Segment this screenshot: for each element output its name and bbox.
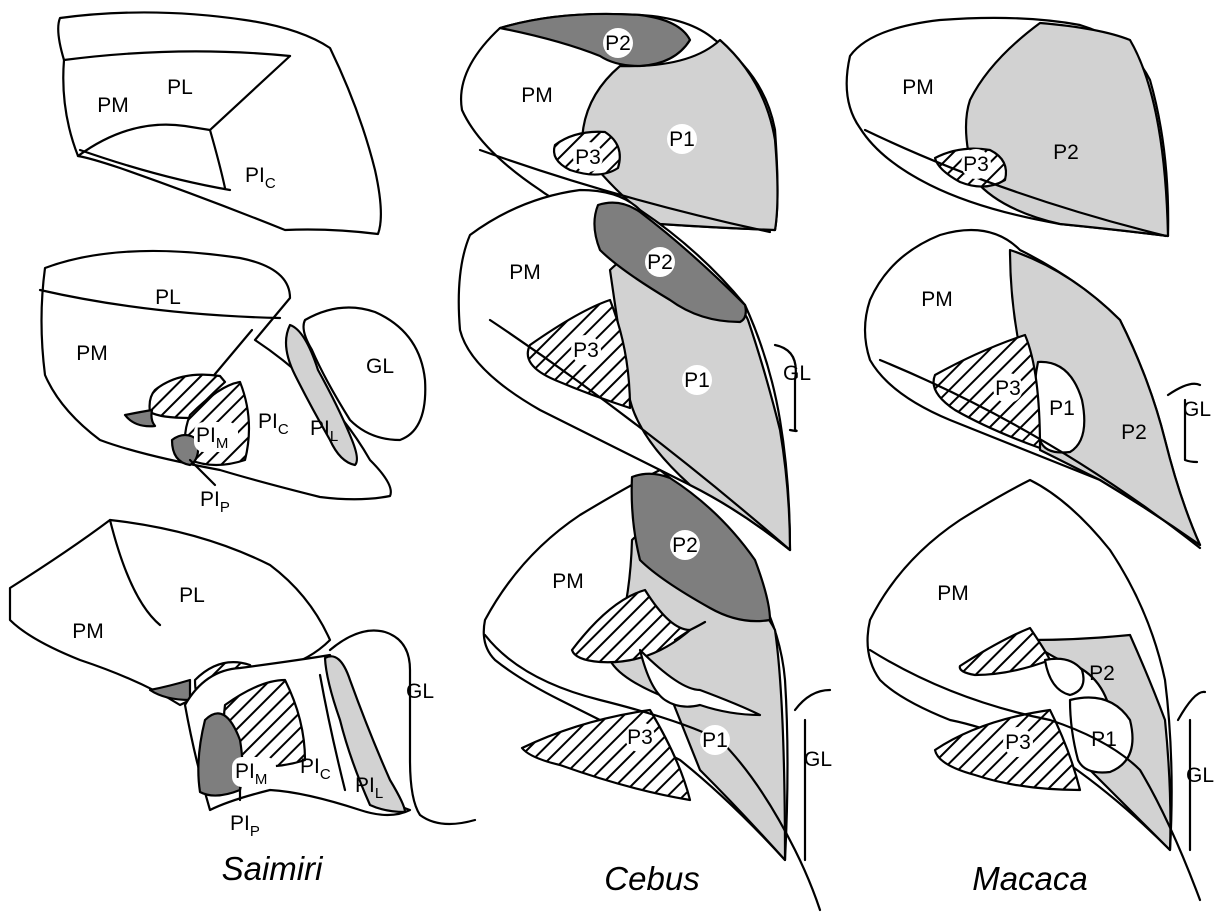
caption-cebus: Cebus	[604, 860, 699, 897]
label-pm: PM	[902, 76, 934, 99]
label-pi: PI	[310, 417, 330, 440]
label-pm: PM	[97, 94, 129, 117]
label-gl: GL	[783, 362, 811, 385]
label-sub-c: C	[265, 175, 276, 192]
label-sub-m: M	[216, 435, 229, 452]
label-p3: P3	[963, 153, 989, 176]
label-sub-p: P	[220, 499, 230, 516]
label-p1: P1	[702, 729, 728, 752]
label-pi: PI	[230, 812, 250, 835]
label-sub-c: C	[278, 421, 289, 438]
label-sub-c: C	[320, 766, 331, 783]
label-sub-p: P	[250, 823, 260, 840]
label-pm: PM	[76, 342, 108, 365]
label-pl: PL	[167, 76, 193, 99]
label-pi: PI	[235, 760, 255, 783]
label-p1: P1	[1091, 728, 1117, 751]
caption-saimiri: Saimiri	[222, 850, 325, 887]
label-pl: PL	[179, 584, 205, 607]
label-pi-p: PIP	[200, 488, 230, 516]
label-sub-m: M	[255, 771, 268, 788]
saimiri-section-2: PL PM GL PIC PIL PIM PIP	[40, 251, 425, 516]
cebus-column: PM P2 P1 P3 PM P2 P3	[459, 14, 832, 910]
macaca-section-1: PM P3 P2	[847, 18, 1169, 236]
label-p1: P1	[684, 369, 710, 392]
label-pi: PI	[196, 424, 216, 447]
label-p3: P3	[995, 377, 1021, 400]
label-pm: PM	[521, 84, 553, 107]
label-pi: PI	[200, 488, 220, 511]
label-p3: P3	[575, 146, 601, 169]
caption-macaca: Macaca	[972, 860, 1088, 897]
label-p2: P2	[1089, 662, 1115, 685]
label-p2: P2	[1053, 141, 1079, 164]
label-pi: PI	[245, 164, 265, 187]
label-p3: P3	[627, 726, 653, 749]
label-sub-l: L	[375, 785, 383, 802]
label-pm: PM	[509, 261, 541, 284]
macaca-section-3: PM P2 P3 P1 GL	[868, 480, 1214, 900]
label-p1: P1	[669, 128, 695, 151]
saimiri-column: PL PM PIC PL PM GL PIC PIL	[10, 12, 475, 887]
macaca-column: PM P3 P2 PM P3 P1 P2 GL	[847, 18, 1214, 900]
label-p2: P2	[672, 534, 698, 557]
label-pi: PI	[355, 774, 375, 797]
label-sub-l: L	[330, 428, 338, 445]
saimiri-section-1: PL PM PIC	[58, 12, 381, 234]
label-gl: GL	[1186, 764, 1214, 787]
label-gl: GL	[406, 680, 434, 703]
saimiri-section-3: PL PM GL PIM PIC PIL PIP	[10, 520, 475, 840]
label-gl: GL	[366, 355, 394, 378]
label-pm: PM	[552, 570, 584, 593]
label-p2: P2	[647, 251, 673, 274]
label-pl: PL	[155, 286, 181, 309]
label-pm: PM	[72, 620, 104, 643]
label-pi-p: PIP	[230, 812, 260, 840]
label-pi: PI	[258, 410, 278, 433]
label-p3: P3	[573, 339, 599, 362]
label-pm: PM	[937, 582, 969, 605]
label-p3: P3	[1005, 731, 1031, 754]
label-p2: P2	[1121, 421, 1147, 444]
label-pm: PM	[921, 288, 953, 311]
label-gl: GL	[1183, 398, 1211, 421]
label-p1: P1	[1049, 397, 1075, 420]
label-gl: GL	[804, 748, 832, 771]
label-pi: PI	[300, 755, 320, 778]
label-p2: P2	[605, 32, 631, 55]
